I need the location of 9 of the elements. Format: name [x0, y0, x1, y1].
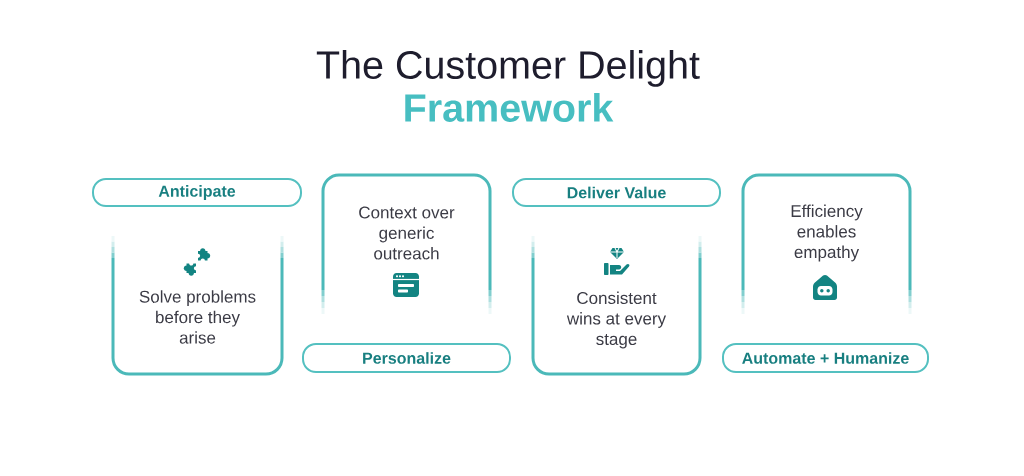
pill-label: Anticipate: [92, 178, 302, 207]
pill-label: Deliver Value: [512, 178, 721, 207]
card: Context over generic outreach: [321, 173, 492, 314]
card: Efficiency enables empathy: [741, 173, 912, 314]
card: Consistent wins at every stage: [531, 236, 702, 376]
title: The Customer Delight Framework: [316, 50, 700, 122]
card: Solve problems before they arise: [111, 236, 284, 376]
pill-label: Personalize: [302, 343, 511, 373]
pill-label: Automate + Humanize: [722, 343, 929, 373]
